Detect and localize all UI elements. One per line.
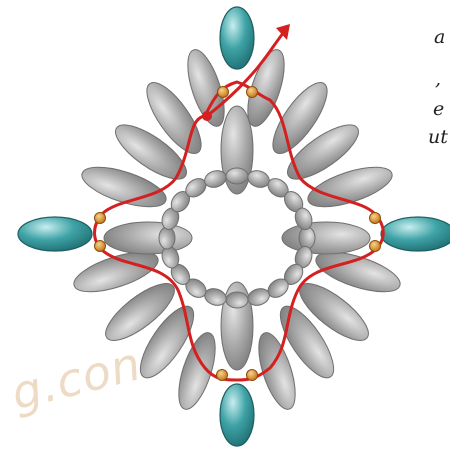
small-connector-bead (217, 370, 228, 381)
petal-bead (104, 222, 192, 254)
seed-bead (226, 292, 248, 308)
small-connector-bead (370, 213, 381, 224)
text-fragment-4: ut (428, 126, 448, 148)
teal-drop-bead (220, 7, 254, 69)
small-connector-bead (218, 87, 229, 98)
text-fragment-1: a (434, 26, 445, 48)
text-fragment-2: , (435, 68, 441, 90)
thread-start-dot (202, 111, 212, 121)
text-fragment-3: e (433, 98, 444, 120)
small-connector-bead (95, 213, 106, 224)
small-connector-bead (95, 241, 106, 252)
seed-bead (226, 168, 248, 184)
seed-bead (159, 227, 175, 249)
teal-drop-bead (18, 217, 92, 251)
small-connector-bead (247, 87, 258, 98)
small-connector-bead (370, 241, 381, 252)
teal-drop-bead (381, 217, 450, 251)
small-connector-bead (247, 370, 258, 381)
teal-drop-bead (220, 384, 254, 446)
seed-bead (299, 227, 315, 249)
petal-bead (282, 222, 370, 254)
